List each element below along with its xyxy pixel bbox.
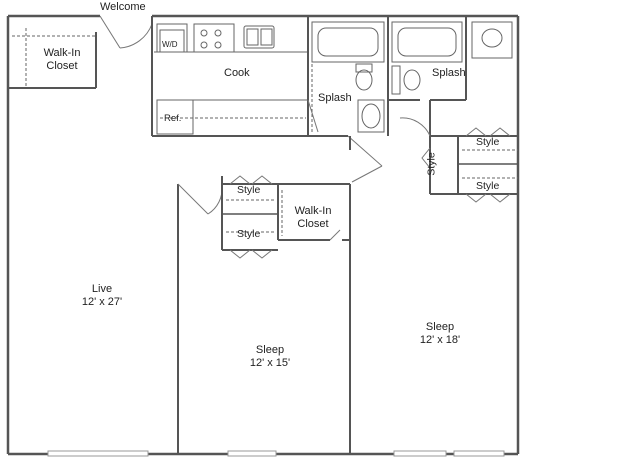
sleep-right-name: Sleep xyxy=(425,321,455,333)
style-closet-right-top: Style xyxy=(476,136,500,148)
entry-door xyxy=(99,15,153,49)
washer-dryer-label: W/D xyxy=(162,40,178,49)
walk-in-closet-middle-line1: Walk-In xyxy=(294,205,332,217)
windows xyxy=(47,450,505,457)
live-room-name: Live xyxy=(91,283,113,295)
bathroom-right-walls xyxy=(388,16,513,137)
walk-in-closet-middle-label: Walk-In Closet xyxy=(284,205,342,231)
style-closet-middle-top: Style xyxy=(237,184,261,196)
fridge-label: Ref. xyxy=(164,113,182,124)
live-room-dims: 12' x 27' xyxy=(81,296,123,308)
right-closets-walls xyxy=(421,127,518,203)
walk-in-closet-left-line1: Walk-In xyxy=(43,47,81,59)
walk-in-closet-middle-line2: Closet xyxy=(297,218,329,230)
splash-left-label: Splash xyxy=(318,92,352,104)
splash-right-label: Splash xyxy=(432,67,466,79)
bathroom-left-walls xyxy=(307,16,389,137)
sleep-middle-dims: 12' x 15' xyxy=(249,357,291,369)
sleep-middle-label: Sleep 12' x 15' xyxy=(230,344,310,370)
walk-in-closet-left-walls xyxy=(8,28,97,89)
live-room-label: Live 12' x 27' xyxy=(60,283,144,309)
style-closet-middle-bottom: Style xyxy=(237,228,261,240)
bedroom-walls xyxy=(177,136,351,454)
sleep-right-dims: 12' x 18' xyxy=(419,334,461,346)
sleep-middle-name: Sleep xyxy=(255,344,285,356)
cook-label: Cook xyxy=(224,67,250,79)
walk-in-closet-left-label: Walk-In Closet xyxy=(34,47,90,73)
style-closet-right-vertical: Style xyxy=(425,152,438,176)
walk-in-closet-left-line2: Closet xyxy=(46,60,78,72)
hall-door xyxy=(347,135,383,183)
kitchen-walls xyxy=(151,16,308,137)
sleep-right-label: Sleep 12' x 18' xyxy=(400,321,480,347)
entry-label: Welcome xyxy=(100,1,146,13)
outer-walls xyxy=(6,14,520,456)
style-closet-right-bottom: Style xyxy=(476,180,500,192)
